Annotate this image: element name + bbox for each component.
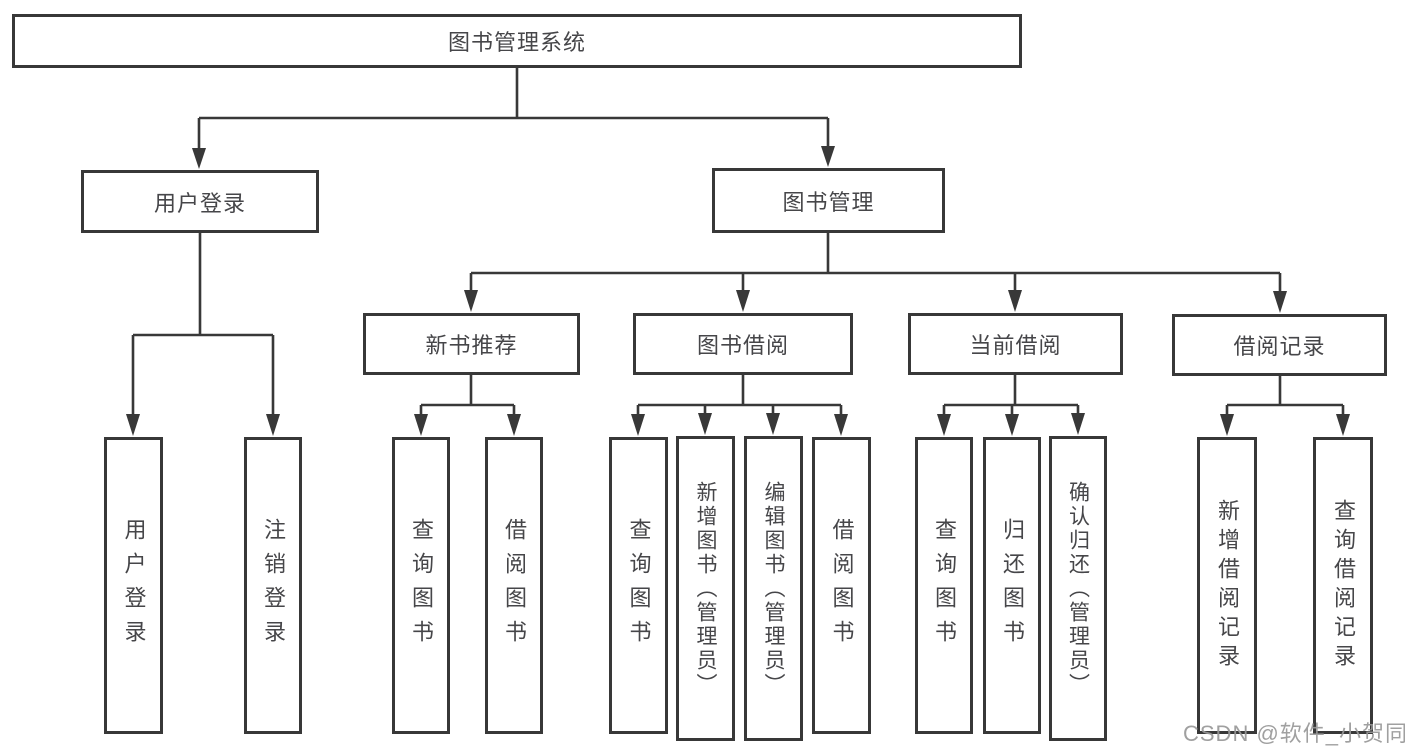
node-book-mgmt: 图书管理 bbox=[712, 168, 945, 233]
node-current-borrow: 当前借阅 bbox=[908, 313, 1123, 375]
leaf-borrow-edit-admin: 编辑图书（管理员） bbox=[744, 436, 803, 741]
arrowheads bbox=[126, 146, 1350, 436]
leaf-borrow-borrow: 借阅图书 bbox=[812, 437, 871, 734]
node-root: 图书管理系统 bbox=[12, 14, 1022, 68]
connector-record-bus bbox=[1225, 376, 1345, 416]
node-user-login: 用户登录 bbox=[81, 170, 319, 233]
leaf-newbook-query: 查询图书 bbox=[392, 437, 450, 734]
connector-book-mgmt-bus bbox=[469, 233, 1282, 292]
leaf-borrow-query: 查询图书 bbox=[609, 437, 668, 734]
connector-borrow-bus bbox=[636, 375, 843, 416]
leaf-borrow-add-admin: 新增图书（管理员） bbox=[676, 436, 735, 741]
connector-user-login-bus bbox=[131, 233, 275, 416]
node-new-book-rec: 新书推荐 bbox=[363, 313, 580, 375]
leaf-current-confirm-admin: 确认归还（管理员） bbox=[1049, 436, 1107, 741]
connector-new-book-bus bbox=[419, 375, 516, 416]
leaf-newbook-borrow: 借阅图书 bbox=[485, 437, 543, 734]
leaf-record-query: 查询借阅记录 bbox=[1313, 437, 1373, 734]
leaf-user-login: 用户登录 bbox=[104, 437, 163, 734]
connector-root-bus bbox=[197, 68, 830, 150]
node-borrow-record: 借阅记录 bbox=[1172, 314, 1387, 376]
leaf-current-return: 归还图书 bbox=[983, 437, 1041, 734]
connector-current-bus bbox=[942, 375, 1080, 416]
node-book-borrow: 图书借阅 bbox=[633, 313, 853, 375]
watermark: CSDN @软件_小贺同学 bbox=[1183, 721, 1405, 746]
leaf-logout: 注销登录 bbox=[244, 437, 302, 734]
leaf-current-query: 查询图书 bbox=[915, 437, 973, 734]
leaf-record-add: 新增借阅记录 bbox=[1197, 437, 1257, 734]
